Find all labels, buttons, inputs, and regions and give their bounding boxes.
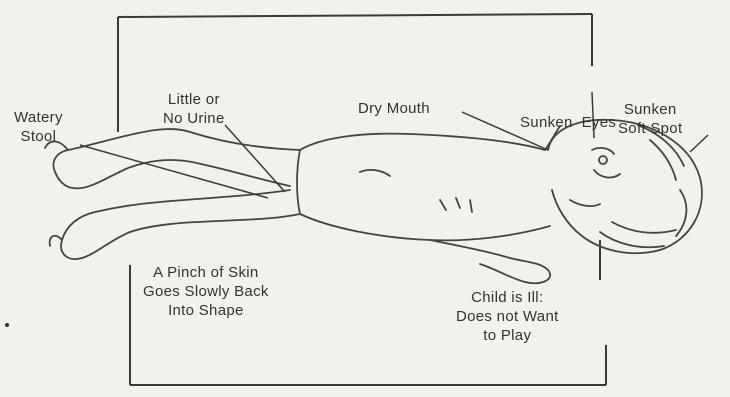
label-watery-stool: Watery Stool — [14, 108, 63, 146]
label-sunken-soft-spot: Sunken Soft Spot — [618, 100, 682, 138]
label-child-ill: Child is Ill: Does not Want to Play — [456, 288, 559, 345]
label-sunken-eyes: Sunken Eyes — [520, 75, 616, 170]
bullet-dot — [5, 323, 9, 327]
label-dry-mouth: Dry Mouth — [358, 99, 430, 118]
label-pinch-of-skin: A Pinch of Skin Goes Slowly Back Into Sh… — [143, 263, 269, 320]
label-little-urine: Little or No Urine — [163, 90, 225, 128]
